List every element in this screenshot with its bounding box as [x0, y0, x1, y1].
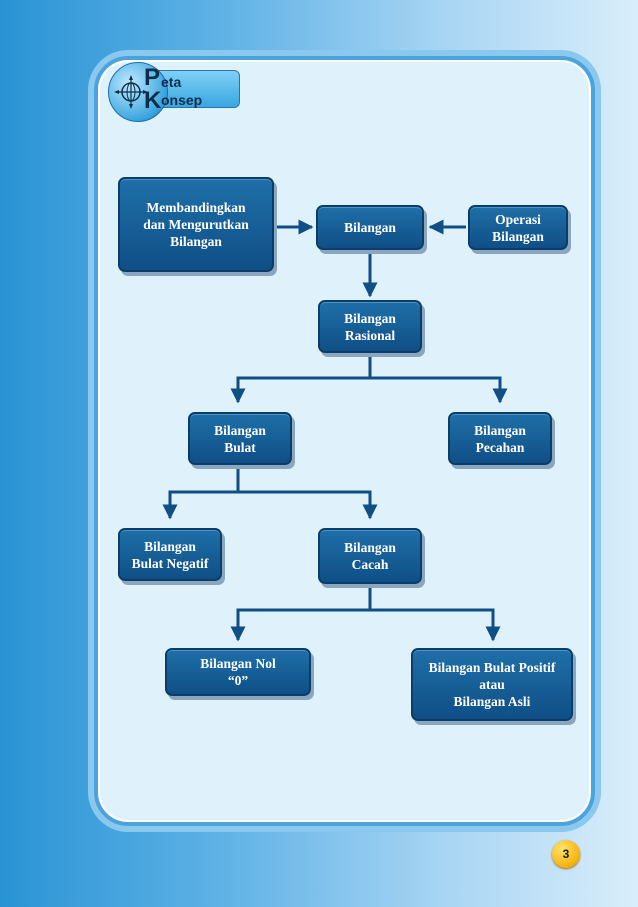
page-number-badge: 3: [552, 840, 580, 868]
node-bilangan-rasional: Bilangan Rasional: [318, 300, 422, 353]
branch-bulat: [162, 467, 240, 520]
node-bilangan-bulat: Bilangan Bulat: [188, 412, 292, 465]
node-bilangan-nol: Bilangan Nol “0”: [165, 648, 311, 696]
branch-cacah: [230, 586, 372, 642]
node-bilangan-pecahan: Bilangan Pecahan: [448, 412, 552, 465]
node-operasi-bilangan: Operasi Bilangan: [468, 205, 568, 250]
badge-word-onsep: onsep: [161, 92, 203, 108]
node-bilangan-bulat-positif: Bilangan Bulat Positif atau Bilangan Asl…: [411, 648, 573, 721]
branch-rasional-right: [370, 376, 508, 404]
peta-konsep-badge: P eta K onsep: [108, 62, 240, 122]
branch-bulat-right: [238, 490, 378, 520]
branch-cacah-right: [370, 608, 501, 642]
badge-cap-k: K: [144, 87, 162, 114]
node-bilangan-bulat-negatif: Bilangan Bulat Negatif: [118, 528, 222, 581]
badge-word-eta: eta: [161, 74, 182, 90]
node-bilangan: Bilangan: [316, 205, 424, 250]
globe-compass-icon: [108, 62, 168, 122]
badge-cap-p: P: [144, 64, 161, 91]
node-membandingkan-mengurutkan: Membandingkan dan Mengurutkan Bilangan: [118, 177, 274, 272]
node-bilangan-cacah: Bilangan Cacah: [318, 528, 422, 584]
branch-rasional: [230, 355, 372, 404]
